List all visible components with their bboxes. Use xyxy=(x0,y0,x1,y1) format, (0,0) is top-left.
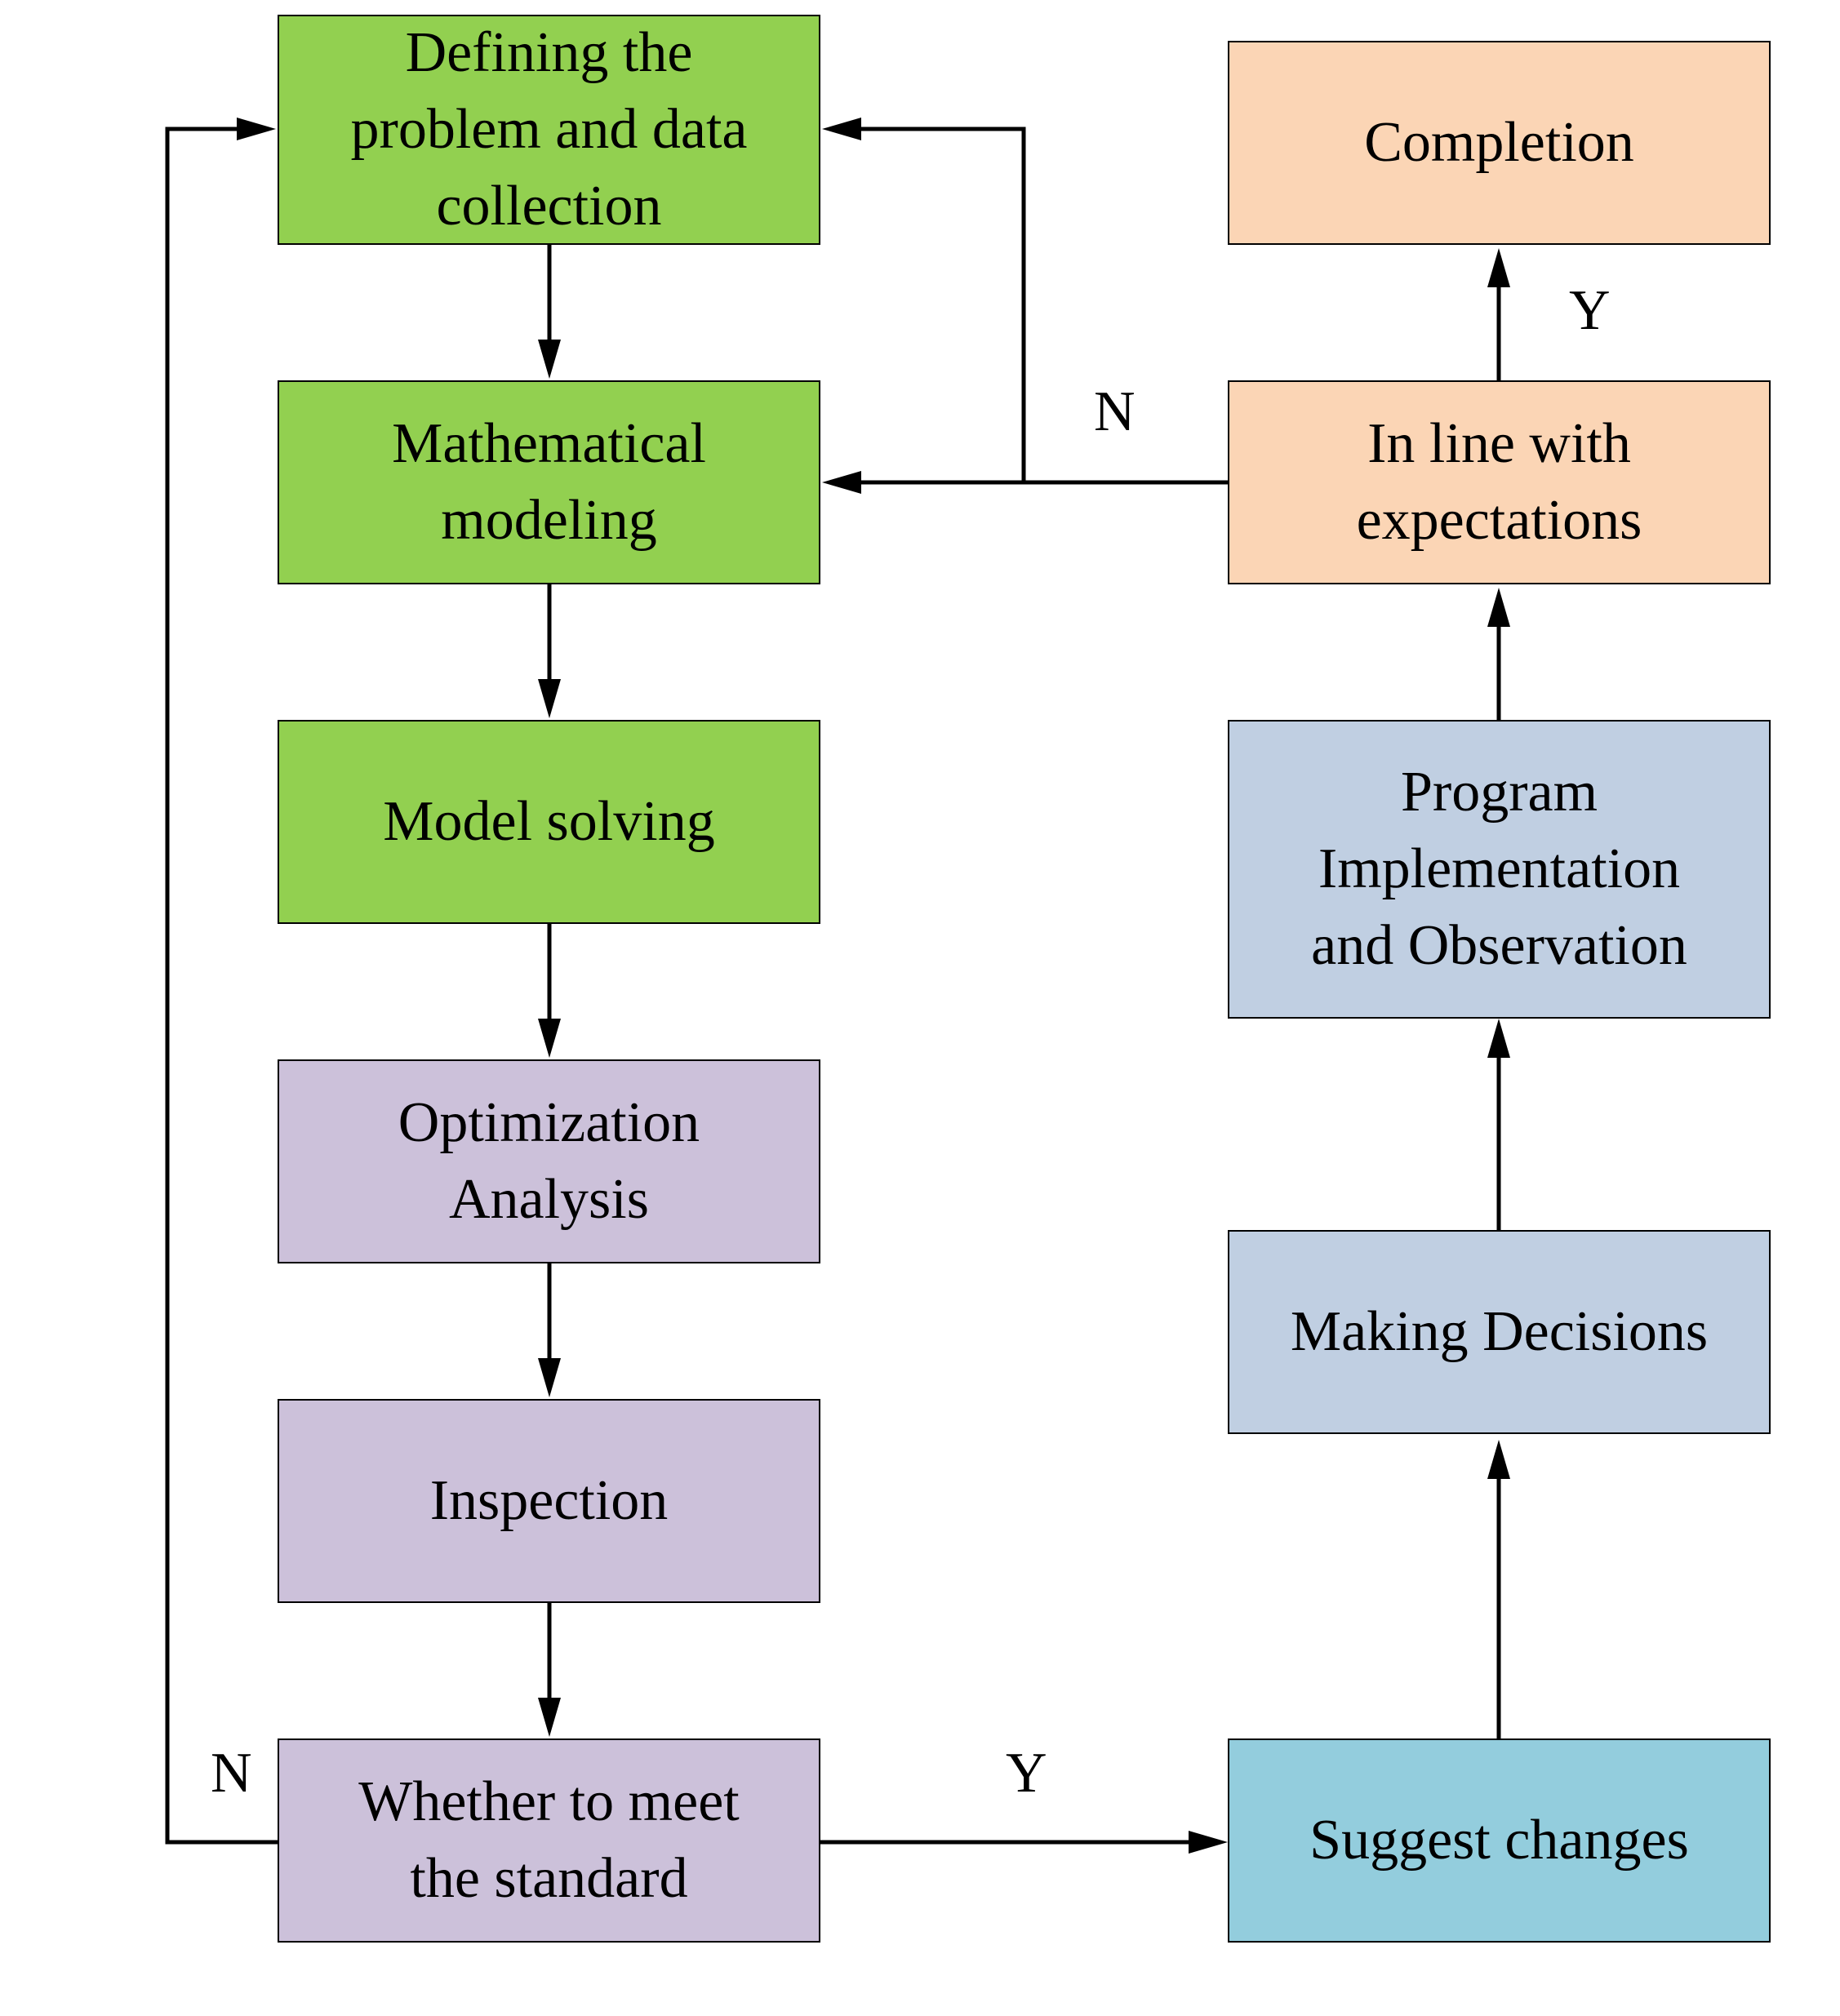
node-define: Defining the problem and data collection xyxy=(278,15,820,245)
node-decisions: Making Decisions xyxy=(1228,1230,1771,1434)
arrowhead-suggest xyxy=(1189,1831,1228,1854)
node-solving: Model solving xyxy=(278,720,820,924)
arrowhead-define-right xyxy=(822,118,861,140)
node-standard: Whether to meet the standard xyxy=(278,1738,820,1943)
arrowhead-solving xyxy=(538,679,561,718)
arrowhead-inspection xyxy=(538,1358,561,1397)
arrowhead-completion xyxy=(1487,248,1510,287)
node-suggest: Suggest changes xyxy=(1228,1738,1771,1943)
label-standard-yes: Y xyxy=(1006,1742,1047,1805)
arrowhead-standard xyxy=(538,1698,561,1737)
edge-expectations-no-to-define xyxy=(860,127,1026,482)
arrowhead-program xyxy=(1487,1019,1510,1058)
edge-standard-no-loop xyxy=(165,127,278,1845)
arrowhead-modeling xyxy=(538,340,561,379)
node-completion: Completion xyxy=(1228,41,1771,245)
node-modeling: Mathematical modeling xyxy=(278,380,820,584)
node-inspection: Inspection xyxy=(278,1399,820,1603)
node-program: Program Implementation and Observation xyxy=(1228,720,1771,1019)
node-expectations: In line with expectations xyxy=(1228,380,1771,584)
arrowhead-optimization xyxy=(538,1019,561,1058)
arrowhead-define-left xyxy=(237,118,276,140)
label-standard-no: N xyxy=(211,1742,252,1805)
arrowhead-expectations xyxy=(1487,588,1510,627)
label-expectations-yes: Y xyxy=(1569,279,1611,342)
arrowhead-modeling-right xyxy=(822,471,861,494)
arrowhead-decisions xyxy=(1487,1440,1510,1479)
node-optimization: Optimization Analysis xyxy=(278,1059,820,1263)
label-expectations-no: N xyxy=(1094,380,1136,443)
